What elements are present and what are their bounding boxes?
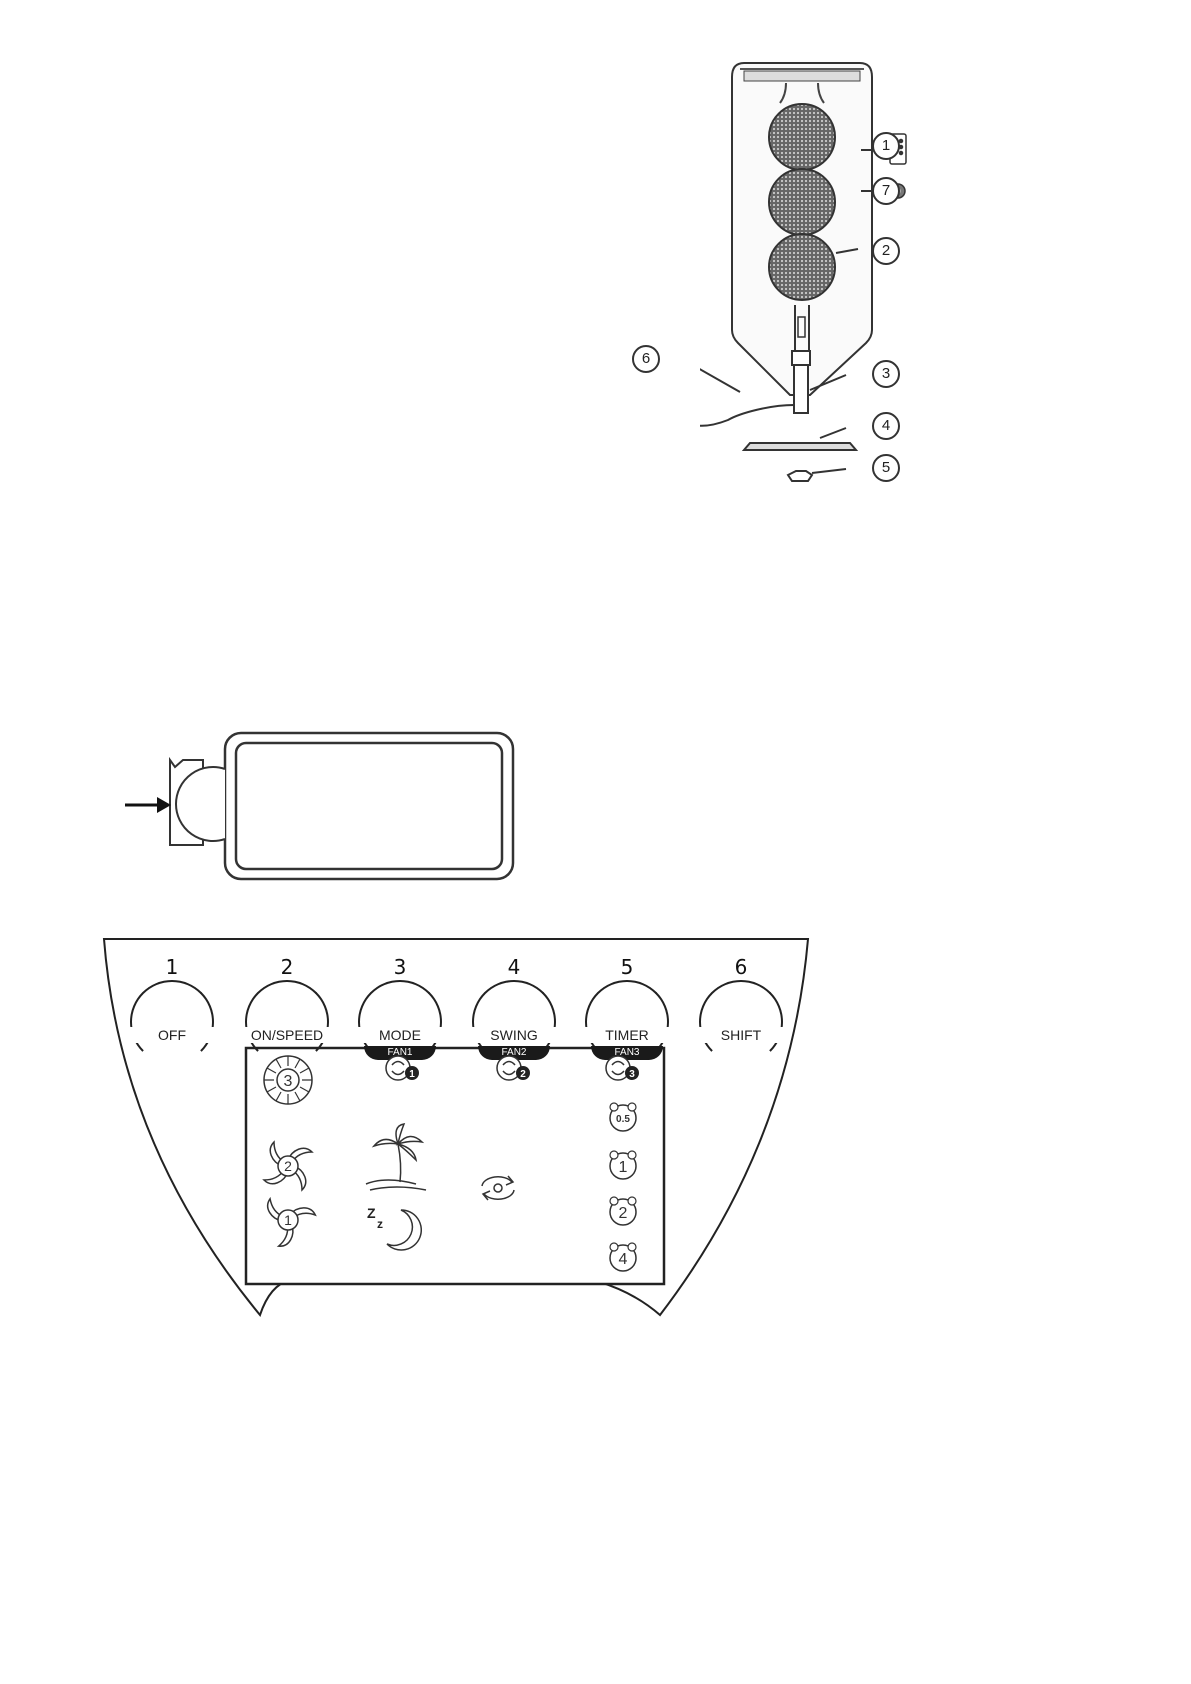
button-1-number: 1 — [152, 955, 192, 979]
button-6-label: SHIFT — [696, 1027, 786, 1043]
svg-text:Z: Z — [367, 1205, 376, 1221]
swing-rotate-icon — [482, 1176, 514, 1200]
callout-4: 4 — [872, 412, 900, 440]
button-3-number: 3 — [380, 955, 420, 979]
power-cord — [700, 405, 794, 426]
button-5-number: 5 — [607, 955, 647, 979]
display-icons: 3 2 1 1 2 3 — [246, 1048, 664, 1284]
svg-text:z: z — [377, 1217, 383, 1231]
palm-tree-icon — [366, 1124, 426, 1190]
svg-text:1: 1 — [619, 1159, 628, 1176]
fan-2-select-icon: 2 — [497, 1056, 530, 1080]
svg-text:3: 3 — [284, 1073, 293, 1090]
fan-1-select-icon: 1 — [386, 1056, 419, 1080]
svg-text:0.5: 0.5 — [616, 1114, 630, 1125]
base-plate — [744, 443, 856, 450]
fan-3-select-icon: 3 — [606, 1056, 639, 1080]
timer-2-icon: 2 — [610, 1197, 636, 1225]
callout-6: 6 — [632, 345, 660, 373]
arrow-right-icon — [125, 797, 171, 813]
svg-text:2: 2 — [284, 1158, 292, 1174]
speed-2-icon: 2 — [264, 1142, 312, 1190]
button-3-label: MODE — [355, 1027, 445, 1043]
button-6-number: 6 — [721, 955, 761, 979]
callout-1: 1 — [872, 132, 900, 160]
callout-7: 7 — [872, 177, 900, 205]
button-4-number: 4 — [494, 955, 534, 979]
fan-tower-diagram — [700, 55, 970, 525]
speed-1-icon: 1 — [266, 1197, 316, 1249]
timer-4-icon: 4 — [610, 1243, 636, 1271]
svg-text:1: 1 — [284, 1212, 292, 1228]
button-off[interactable] — [130, 980, 214, 1064]
svg-text:3: 3 — [629, 1069, 635, 1080]
timer-0-5-icon: 0.5 — [610, 1103, 636, 1131]
svg-text:2: 2 — [619, 1205, 628, 1222]
button-2-label: ON/SPEED — [242, 1027, 332, 1043]
callout-5: 5 — [872, 454, 900, 482]
svg-text:4: 4 — [619, 1251, 628, 1268]
speed-3-icon: 3 — [264, 1056, 312, 1104]
button-5-label: TIMER — [582, 1027, 672, 1043]
base-nut — [788, 471, 812, 481]
battery-insert-diagram — [125, 725, 525, 885]
stand-column — [792, 351, 810, 413]
battery-slot — [170, 760, 225, 845]
button-1-label: OFF — [127, 1027, 217, 1043]
sleep-moon-icon: Z z — [367, 1205, 421, 1250]
button-4-label: SWING — [469, 1027, 559, 1043]
svg-text:2: 2 — [520, 1069, 526, 1080]
button-shift[interactable] — [699, 980, 783, 1064]
callout-3: 3 — [872, 360, 900, 388]
button-2-number: 2 — [267, 955, 307, 979]
svg-text:1: 1 — [409, 1069, 415, 1080]
timer-1-icon: 1 — [610, 1151, 636, 1179]
callout-2: 2 — [872, 237, 900, 265]
